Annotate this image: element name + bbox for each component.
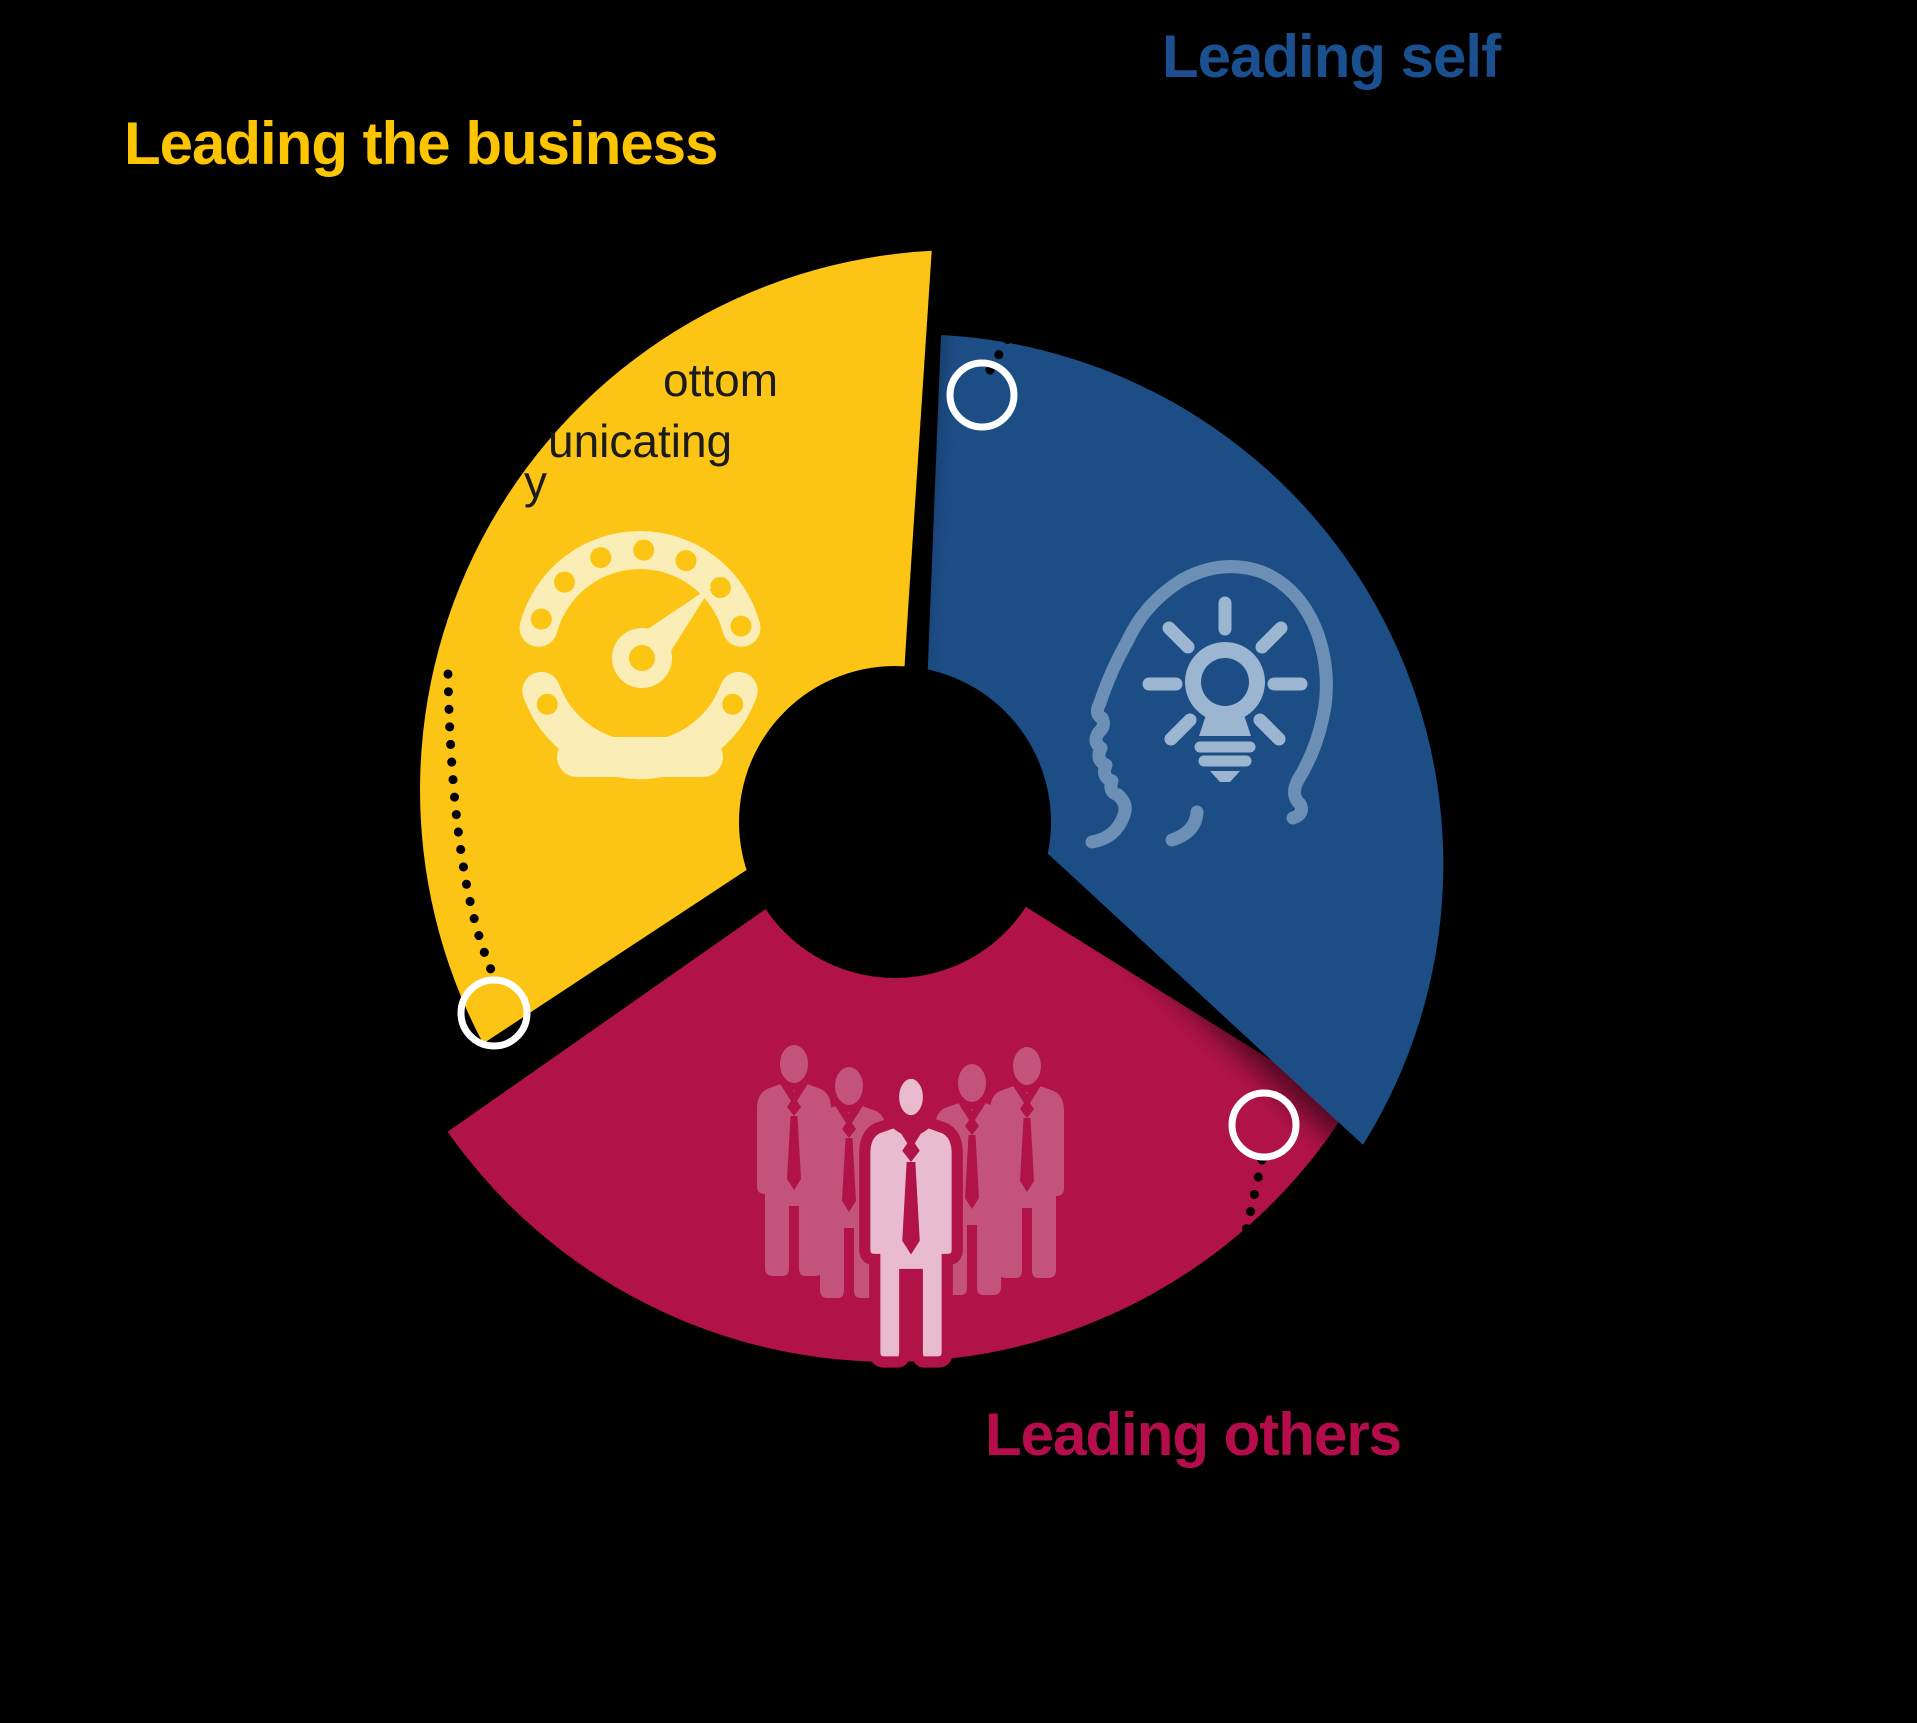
donut-hole: [739, 666, 1051, 978]
label-leading-others: Leading others: [985, 1401, 1402, 1468]
segment-leading-business: [420, 250, 932, 1044]
head-profile-outline: [1085, 560, 1333, 849]
ring-marker-self: [946, 359, 1018, 431]
label-leading-the-business: Leading the business: [124, 110, 718, 177]
speedometer-icon: [519, 531, 761, 779]
label-leading-self: Leading self: [1162, 23, 1501, 90]
ring-marker-others: [1228, 1089, 1300, 1161]
text-fragment-ottom: ottom: [663, 354, 779, 406]
lightbulb-rays: [1142, 596, 1308, 746]
segment-leading-self: [925, 335, 1444, 1145]
head-lightbulb-icon: [1085, 560, 1333, 849]
dotted-line-self: [985, 135, 1127, 375]
head-collar-curl: [1165, 805, 1204, 847]
lightbulb: [1142, 596, 1308, 782]
speedometer-tick-dots: [524, 539, 756, 715]
speedometer-needle: [612, 586, 712, 688]
ring-marker-business: [457, 976, 531, 1050]
dotted-line-business: [443, 669, 497, 977]
dotted-line-others: [1222, 1155, 1267, 1313]
people-group-icon: [757, 1045, 1064, 1368]
text-fragment-y: y: [524, 456, 547, 508]
person-front-leader: [859, 1067, 963, 1368]
text-fragment-unicating: unicating: [548, 415, 733, 467]
